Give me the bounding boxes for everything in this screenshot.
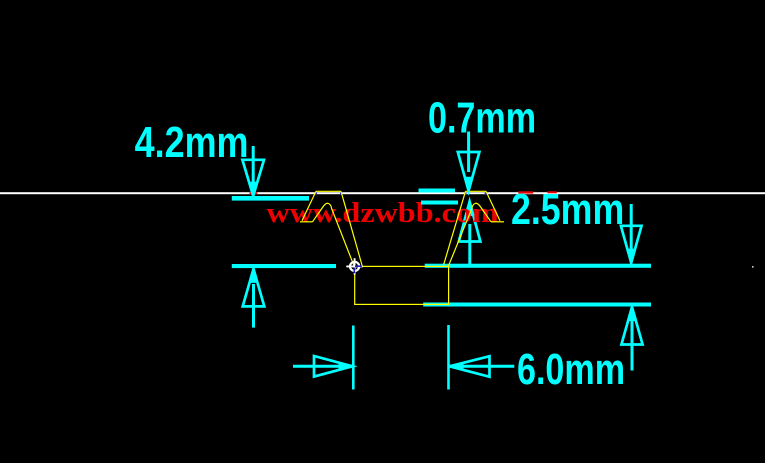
svg-text:0.7mm: 0.7mm <box>428 94 536 142</box>
svg-text:4.2mm: 4.2mm <box>135 119 249 167</box>
svg-text:6.0mm: 6.0mm <box>517 346 625 394</box>
svg-text:www.dzwbb.com: www.dzwbb.com <box>267 196 499 228</box>
svg-text:2.5mm: 2.5mm <box>511 186 624 234</box>
